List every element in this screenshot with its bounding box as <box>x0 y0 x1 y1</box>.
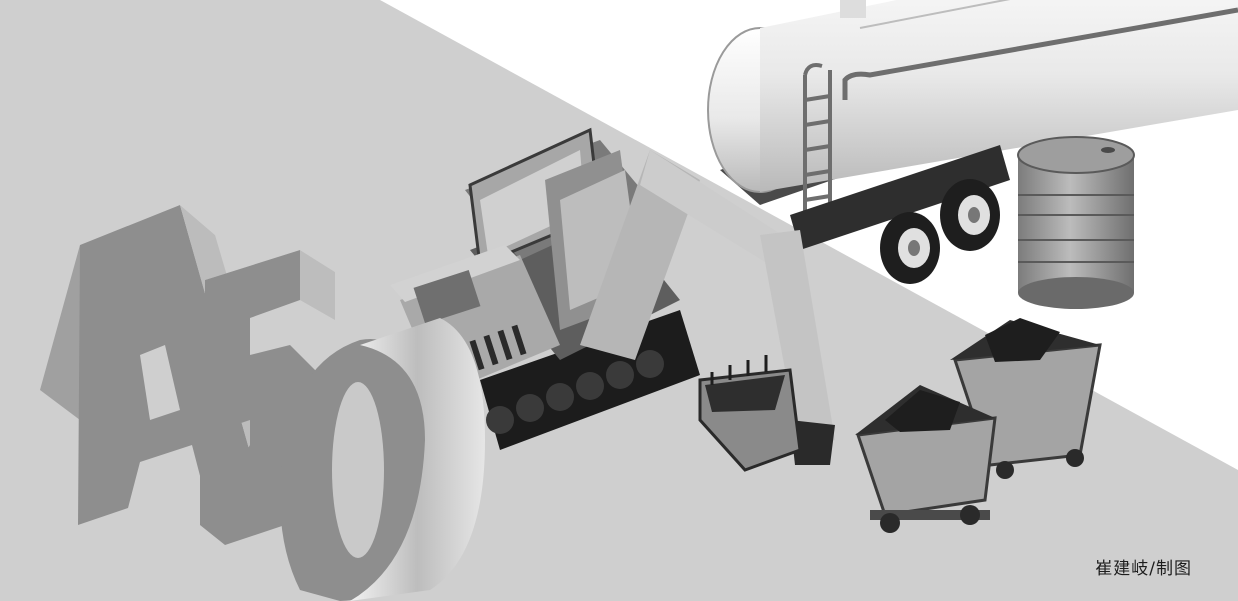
coal-cart-front <box>855 385 997 533</box>
tanker-wheel-1 <box>880 212 940 284</box>
excavator <box>390 127 835 472</box>
oil-barrel <box>1017 136 1135 309</box>
tanker-wheel-2 <box>940 179 1000 251</box>
credit-caption: 崔建岐/制图 <box>1095 559 1192 579</box>
headline-3d-text <box>40 205 485 601</box>
tanker-trailer <box>707 0 1238 284</box>
